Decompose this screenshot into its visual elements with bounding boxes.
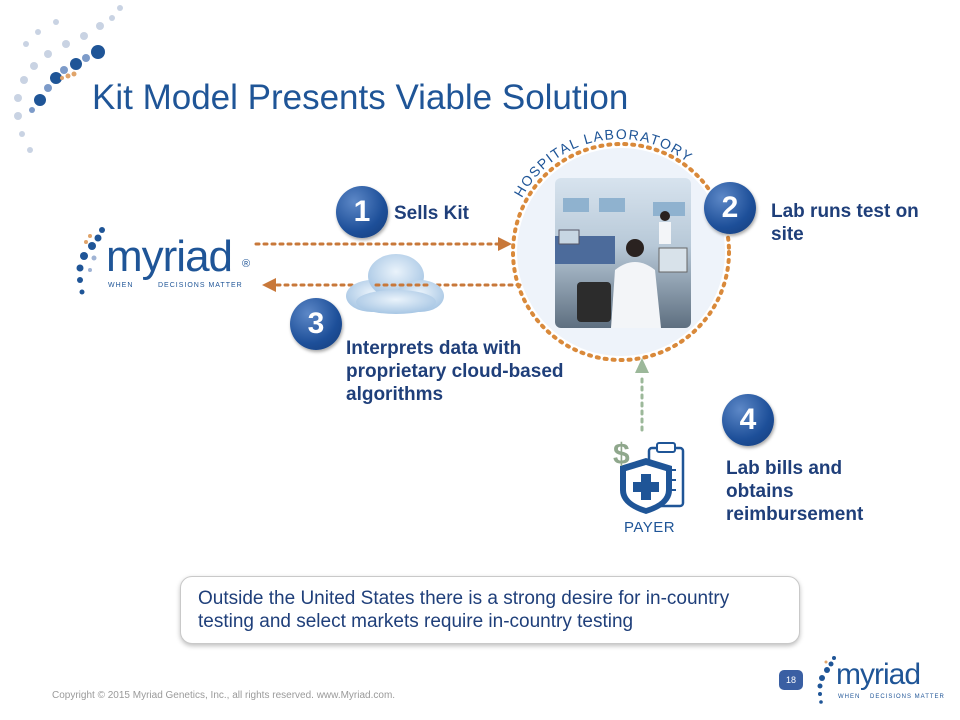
step-1-text: Sells Kit	[394, 203, 469, 224]
slide-title: Kit Model Presents Viable Solution	[92, 78, 629, 117]
myriad-logo-large: myriad ® WHEN DECISIONS MATTER	[72, 224, 262, 304]
hospital-ring	[511, 142, 731, 362]
step-4-text: Lab bills and obtains reimbursement	[726, 458, 864, 525]
dollar-icon: $	[613, 438, 630, 471]
step-3-text: Interprets data with proprietary cloud-b…	[346, 338, 564, 405]
logo-wordmark: myriad	[106, 232, 233, 281]
logo-tagline-decisions-small: DECISIONS MATTER	[870, 694, 945, 700]
payer-label: PAYER	[624, 519, 676, 536]
myriad-logo-small: myriad WHEN DECISIONS MATTER	[814, 652, 944, 712]
arrowhead-right	[498, 237, 512, 251]
logo-tagline-when: WHEN	[108, 282, 134, 289]
step-1-badge: 1	[336, 186, 388, 238]
arrowhead-left	[262, 278, 276, 292]
step-3-badge: 3	[290, 298, 342, 350]
dna-helix-icon-small	[817, 656, 836, 704]
note-box	[180, 576, 800, 644]
note-text: Outside the United States there is a str…	[198, 588, 730, 632]
cloud-icon	[346, 254, 444, 314]
logo-tagline-decisions: DECISIONS MATTER	[158, 282, 243, 289]
dna-helix-icon	[76, 227, 105, 295]
page-number: 18	[779, 670, 803, 690]
payer-shield-icon: $	[613, 438, 685, 514]
step-2-text: Lab runs test on site	[771, 201, 919, 245]
logo-tagline-when-small: WHEN	[838, 694, 861, 700]
copyright-footer: Copyright © 2015 Myriad Genetics, Inc., …	[52, 690, 396, 701]
step-4-badge: 4	[722, 394, 774, 446]
decorative-dot-helix	[14, 5, 123, 153]
step-2-badge: 2	[704, 182, 756, 234]
registered-mark: ®	[242, 258, 251, 270]
logo-wordmark-small: myriad	[836, 658, 921, 691]
lab-photo	[555, 178, 691, 328]
arrowhead-up	[635, 358, 649, 373]
